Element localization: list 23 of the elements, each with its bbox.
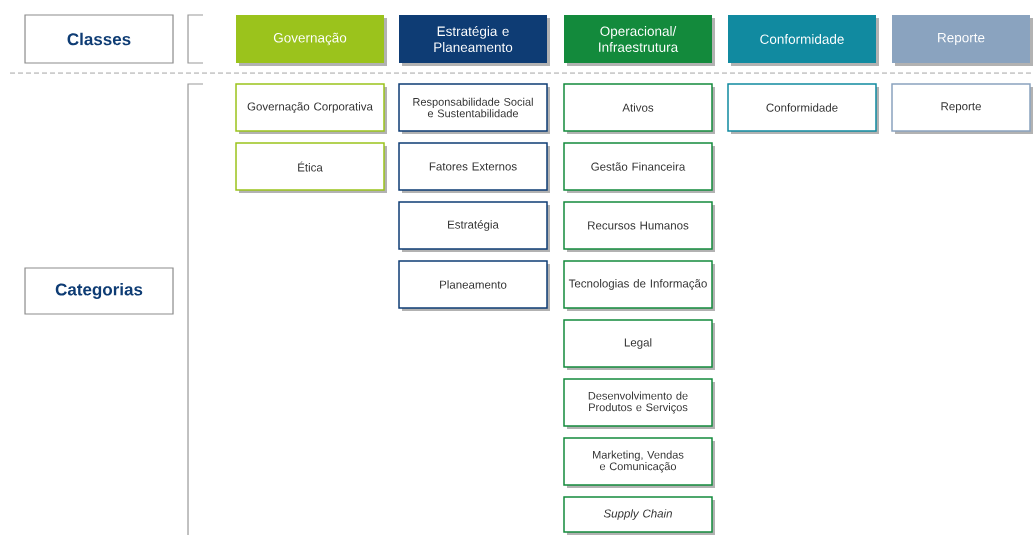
category-box: Desenvolvimento de Produtos e Serviços: [563, 378, 715, 429]
class-box: Operacional/ Infraestrutura: [564, 15, 715, 66]
class-box: Reporte: [892, 15, 1033, 66]
category-box: Supply Chain: [563, 496, 715, 535]
category-box: Ética: [235, 142, 387, 193]
category-box: Fatores Externos: [398, 142, 550, 193]
category-box: Responsabilidade Social e Sustentabilidade: [398, 83, 550, 134]
class-box: Estratégia e Planeamento: [399, 15, 550, 66]
category-box: Planeamento: [398, 260, 550, 311]
class-box: Governação: [236, 15, 387, 66]
category-box: Marketing, Vendas e Comunicação: [563, 437, 715, 488]
category-box: Recursos Humanos: [563, 201, 715, 252]
category-box: Tecnologias de Informação: [563, 260, 715, 311]
class-box: Conformidade: [728, 15, 879, 66]
category-box: Reporte: [891, 83, 1033, 134]
category-box: Governação Corporativa: [235, 83, 387, 134]
row-label-box: Categorias: [24, 267, 174, 315]
category-box: Gestão Financeira: [563, 142, 715, 193]
category-box: Legal: [563, 319, 715, 370]
category-box: Ativos: [563, 83, 715, 134]
category-box: Estratégia: [398, 201, 550, 252]
category-box: Conformidade: [727, 83, 879, 134]
row-label-box: Classes: [24, 14, 174, 64]
